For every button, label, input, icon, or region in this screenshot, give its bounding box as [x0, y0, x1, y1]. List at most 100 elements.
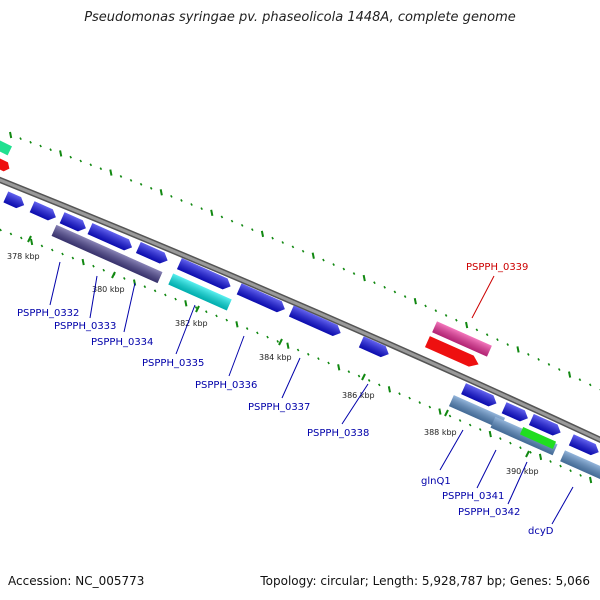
ring-tick [537, 358, 540, 361]
ring-tick [235, 321, 239, 328]
gene-label-PSPPH_0339[interactable]: PSPPH_0339 [466, 262, 528, 273]
ring-tick [170, 194, 173, 198]
gene-arrow-shade [135, 242, 168, 264]
ring-tick [49, 148, 52, 152]
ring-tick [139, 182, 143, 186]
ring-tick [347, 370, 351, 374]
ring-tick [260, 230, 265, 238]
gene-partial-teal[interactable] [0, 136, 12, 156]
ring-tick [317, 357, 320, 361]
gene-bar-green[interactable] [519, 427, 557, 449]
ring-tick [568, 371, 572, 378]
gene-label-PSPPH_0338[interactable]: PSPPH_0338 [307, 428, 369, 439]
ring-tick [281, 241, 285, 244]
ring-tick [448, 414, 452, 418]
gene-label-PSPPH_0341[interactable]: PSPPH_0341 [442, 491, 504, 502]
ring-tick [119, 175, 123, 178]
ring-tick [143, 285, 147, 289]
ring-tick [424, 304, 427, 308]
ring-tick [256, 331, 259, 335]
ring-tick [357, 374, 361, 378]
ring-tick [465, 321, 469, 329]
forward-strand-genes [3, 191, 599, 456]
ring-tick [220, 215, 224, 219]
gene-label-PSPPH_0335[interactable]: PSPPH_0335 [142, 358, 204, 369]
ring-tick [519, 446, 522, 450]
kbp-label: 384 kbp [259, 353, 292, 362]
kbp-label: 386 kbp [342, 391, 375, 400]
gene-arrow-shade [358, 336, 389, 358]
ring-tick [123, 277, 126, 280]
ring-tick [434, 309, 438, 313]
ring-tick [180, 199, 183, 202]
ring-tick [92, 264, 95, 268]
gene-arrow-shade [87, 223, 133, 251]
gene-label-PSPPH_0333[interactable]: PSPPH_0333 [54, 321, 116, 332]
ring-tick [352, 272, 356, 275]
ring-tick [301, 249, 305, 253]
gene-label-PSPPH_0342[interactable]: PSPPH_0342 [458, 507, 520, 518]
ring-tick [19, 236, 23, 240]
ring-tick [50, 248, 54, 252]
gene-label-PSPPH_0336[interactable]: PSPPH_0336 [195, 380, 257, 391]
ring-tick [286, 342, 290, 349]
ring-tick [559, 464, 562, 468]
ring-tick [306, 352, 310, 356]
ring-tick [311, 252, 315, 259]
ring-tick [499, 437, 502, 440]
ring-tick [190, 203, 193, 206]
ring-tick [81, 258, 85, 266]
ring-tick [509, 441, 512, 445]
ring-tick [549, 460, 552, 463]
ring-tick [322, 258, 325, 262]
gene-partial-red[interactable] [0, 155, 12, 173]
ring-tick [89, 163, 93, 167]
ring-tick [589, 476, 593, 484]
gene-label-PSPPH_0334[interactable]: PSPPH_0334 [91, 337, 153, 348]
ring-tick [205, 310, 208, 314]
ring-tick [61, 252, 64, 256]
ring-tick [29, 140, 32, 144]
genome-summary-text: Topology: circular; Length: 5,928,787 bp… [260, 574, 590, 588]
ring-tick [19, 137, 22, 141]
ring-tick [529, 450, 532, 454]
ring-tick [39, 144, 42, 148]
gene-arrow-shade [29, 201, 56, 221]
ring-tick [230, 219, 234, 223]
ring-tick [588, 383, 592, 387]
ring-tick [547, 363, 551, 366]
ring-tick [109, 169, 113, 176]
ring-tick [9, 232, 13, 236]
gene-arrow-shade [236, 283, 285, 313]
ring-tick [578, 378, 582, 382]
ring-tick [538, 453, 543, 461]
ring-tick [367, 379, 371, 382]
gene-arrow-shade [461, 383, 497, 407]
ring-tick [579, 473, 582, 477]
kbp-label: 382 kbp [175, 319, 208, 328]
ring-tick [159, 189, 163, 196]
ring-tick [149, 186, 153, 190]
gene-arrow-red[interactable] [424, 336, 481, 370]
ring-tick [458, 419, 462, 422]
gene-label-glnQ1[interactable]: glnQ1 [421, 476, 451, 487]
ring-tick [129, 178, 133, 182]
gene-label-PSPPH_0337[interactable]: PSPPH_0337 [248, 402, 310, 413]
gene-label-PSPPH_0332[interactable]: PSPPH_0332 [17, 308, 79, 319]
ring-tick [99, 167, 103, 171]
ring-tick [164, 293, 167, 297]
ring-tick [327, 361, 330, 365]
gene-arrow-shade [568, 434, 599, 456]
ring-tick [403, 295, 407, 298]
gene-label-dcyD[interactable]: dcyD [528, 526, 554, 537]
ring-tick [245, 327, 249, 331]
ring-tick [9, 131, 13, 139]
ring-tick [478, 428, 482, 431]
ring-tick [296, 348, 300, 352]
ring-tick [488, 430, 492, 438]
ring-tick [153, 289, 157, 293]
ring-tick [71, 256, 75, 260]
ring-tick [569, 469, 572, 473]
ring-tick [485, 333, 489, 337]
